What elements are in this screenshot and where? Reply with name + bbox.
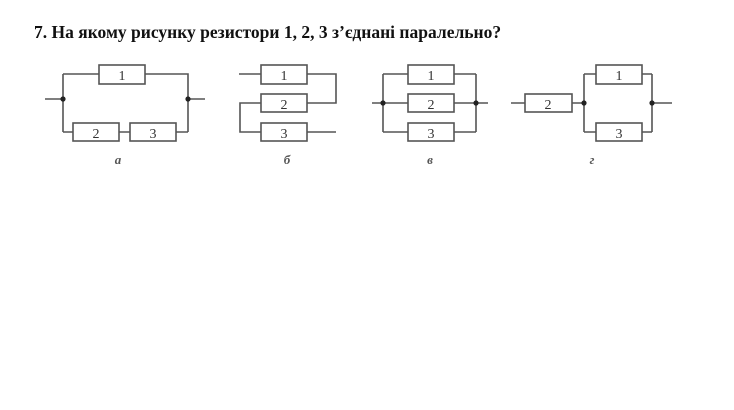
question-text: 7. На якому рисунку резистори 1, 2, 3 з’… — [34, 22, 502, 42]
diagram-b: 1 2 3 б — [239, 64, 337, 167]
diagram-label: в — [427, 152, 433, 167]
resistor-3 — [129, 122, 177, 142]
resistor-label: 3 — [150, 127, 157, 142]
resistor-label: 2 — [545, 98, 552, 113]
diagram-g: 2 1 3 г — [511, 64, 672, 167]
resistor-3 — [407, 122, 455, 142]
resistor-2 — [260, 93, 308, 113]
resistor-label: 1 — [616, 69, 623, 84]
resistor-label: 1 — [119, 69, 126, 84]
diagram-a: 1 2 3 а — [45, 64, 205, 167]
resistor-1 — [407, 64, 455, 85]
resistor-2 — [72, 122, 120, 142]
resistor-1 — [595, 64, 643, 85]
resistor-1 — [98, 64, 146, 85]
resistor-1 — [260, 64, 308, 85]
resistor-2 — [407, 93, 455, 113]
resistor-label: 1 — [428, 69, 435, 84]
resistor-label: 1 — [281, 69, 288, 84]
resistor-label: 2 — [93, 127, 100, 142]
diagram-label: а — [115, 152, 122, 167]
resistor-label: 3 — [428, 127, 435, 142]
resistor-label: 2 — [428, 98, 435, 113]
diagram-label: г — [590, 152, 595, 167]
resistor-3 — [260, 122, 308, 142]
resistor-label: 2 — [281, 98, 288, 113]
resistor-2 — [524, 93, 573, 113]
diagram-label: б — [284, 152, 291, 167]
resistor-label: 3 — [281, 127, 288, 142]
diagram-v: 1 2 3 в — [372, 64, 488, 167]
resistor-label: 3 — [616, 127, 623, 142]
resistor-3 — [595, 122, 643, 142]
